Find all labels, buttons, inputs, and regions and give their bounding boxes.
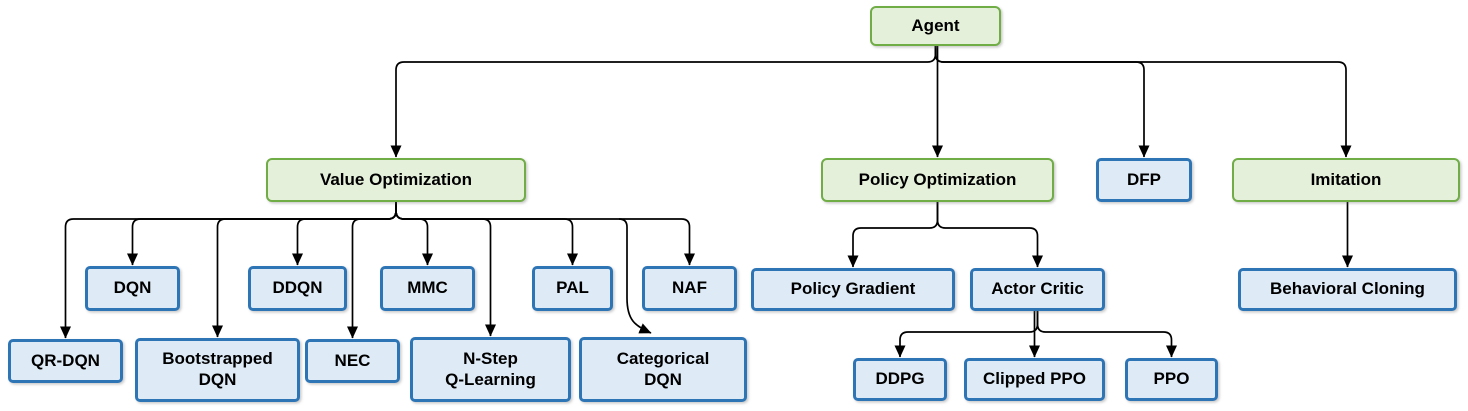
node-nec: NEC (305, 339, 400, 383)
edge-policy-optimization-to-actor-critic (936, 202, 1043, 268)
node-pal: PAL (532, 266, 613, 311)
node-value-optimization: Value Optimization (266, 158, 526, 202)
node-naf: NAF (642, 266, 737, 311)
node-label-ddpg: DDPG (875, 369, 925, 389)
edge-value-optimization-to-pal (395, 202, 578, 266)
node-imitation: Imitation (1232, 158, 1460, 202)
node-label-bootstrapped-dqn: Bootstrapped DQN (162, 349, 273, 389)
node-label-behavioral-cloning: Behavioral Cloning (1270, 279, 1425, 299)
edge-value-optimization-to-categorical-dqn (618, 218, 652, 334)
node-label-pal: PAL (556, 278, 589, 298)
edge-value-optimization-to-dqn (127, 202, 397, 266)
edge-value-optimization-to-ddqn (292, 202, 397, 266)
node-label-mmc: MMC (407, 278, 448, 298)
node-label-dfp: DFP (1127, 169, 1161, 189)
node-behavioral-cloning: Behavioral Cloning (1238, 268, 1457, 311)
edge-actor-critic-to-ppo (1036, 311, 1177, 358)
node-policy-optimization: Policy Optimization (821, 158, 1054, 202)
node-n-step-q-learning: N-Step Q-Learning (410, 337, 571, 402)
node-actor-critic: Actor Critic (970, 268, 1105, 311)
node-agent: Agent (870, 6, 1001, 46)
node-clipped-ppo: Clipped PPO (964, 358, 1105, 401)
node-label-naf: NAF (672, 278, 707, 298)
node-label-actor-critic: Actor Critic (991, 279, 1084, 299)
node-label-clipped-ppo: Clipped PPO (983, 369, 1086, 389)
node-label-agent: Agent (911, 15, 960, 35)
node-ppo: PPO (1125, 358, 1218, 401)
node-label-n-step-q-learning: N-Step Q-Learning (445, 348, 536, 389)
edge-actor-critic-to-ddpg (894, 311, 1039, 358)
node-label-imitation: Imitation (1310, 169, 1382, 189)
edge-value-optimization-to-naf (395, 202, 695, 266)
node-ddpg: DDPG (853, 358, 947, 401)
node-label-categorical-dqn: Categorical DQN (616, 348, 710, 389)
node-label-nec: NEC (334, 350, 371, 370)
node-qr-dqn: QR-DQN (8, 339, 123, 383)
node-label-policy-optimization: Policy Optimization (858, 169, 1017, 189)
edge-value-optimization-to-n-step-q-learning (395, 202, 496, 337)
edge-agent-to-imitation (934, 46, 1352, 158)
node-dqn: DQN (85, 266, 180, 311)
node-label-policy-gradient: Policy Gradient (790, 279, 916, 299)
node-dfp: DFP (1096, 158, 1192, 202)
node-label-ppo: PPO (1153, 369, 1190, 389)
node-label-ddqn: DDQN (272, 278, 323, 298)
node-ddqn: DDQN (248, 266, 347, 311)
node-label-dqn: DQN (113, 278, 152, 298)
node-label-value-optimization: Value Optimization (319, 169, 473, 189)
edge-policy-optimization-to-policy-gradient (847, 202, 939, 268)
edge-agent-to-value-optimization (390, 46, 937, 158)
edge-value-optimization-to-mmc (395, 202, 433, 266)
node-label-qr-dqn: QR-DQN (31, 350, 100, 370)
node-categorical-dqn: Categorical DQN (579, 337, 747, 402)
node-bootstrapped-dqn: Bootstrapped DQN (135, 338, 300, 402)
node-policy-gradient: Policy Gradient (751, 268, 955, 311)
node-mmc: MMC (380, 266, 475, 311)
